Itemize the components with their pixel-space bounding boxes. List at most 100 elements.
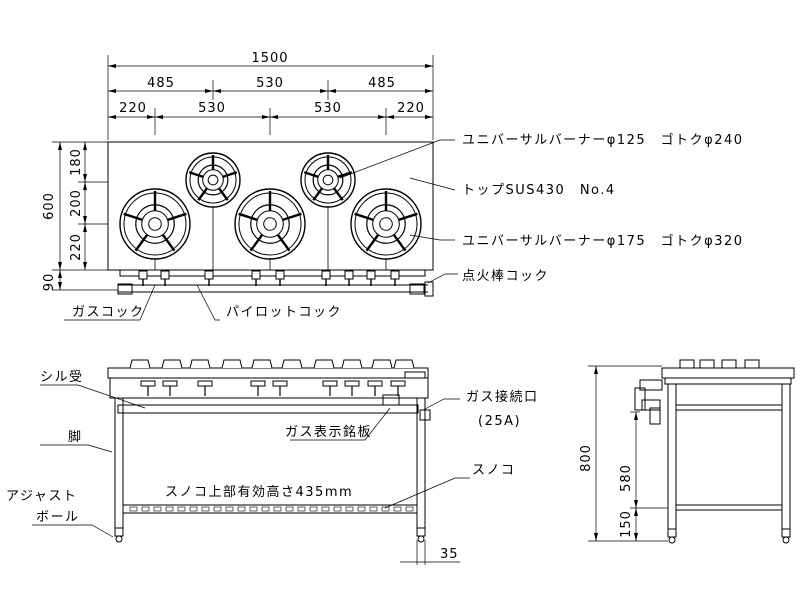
label-gas-connection: ガス接続口 xyxy=(466,389,539,405)
cock-3 xyxy=(204,270,214,286)
front-cock-knob-5 xyxy=(272,380,288,387)
dim-row2-right: 485 xyxy=(368,76,396,91)
dim-side-150: 150 xyxy=(619,510,634,538)
label-sill-receiver: シル受 xyxy=(40,370,84,385)
slat xyxy=(225,506,234,512)
slat xyxy=(237,506,246,512)
label-leg: 脚 xyxy=(68,429,83,445)
gas-connection-parts xyxy=(382,371,431,421)
burner-large-right-trivet-arm xyxy=(392,234,407,252)
dim-row3-b: 530 xyxy=(198,101,226,116)
burner-large-center-trivet-arm xyxy=(276,234,291,252)
slat xyxy=(297,506,306,512)
slat xyxy=(213,506,222,512)
cock-4 xyxy=(251,270,261,286)
label-burner-small: ユニバーサルバーナーφ125 ゴトクφ240 xyxy=(462,132,744,148)
cock-1 xyxy=(138,270,148,286)
cock-2 xyxy=(160,270,170,286)
burner-large-right-trivet-arm xyxy=(354,212,374,222)
cock-body xyxy=(160,270,170,280)
cock-5 xyxy=(275,270,285,286)
burner-small-right-trivet-arm xyxy=(312,187,323,201)
front-cock-knob-3 xyxy=(197,380,213,387)
front-slats xyxy=(129,506,414,512)
dim-row2-mid: 530 xyxy=(256,76,284,91)
front-trivet-1 xyxy=(129,359,151,369)
dim-side-580: 580 xyxy=(619,464,634,492)
label-gas-nameplate: ガス表示銘板 xyxy=(285,425,372,440)
slat xyxy=(189,506,198,512)
dim-depth-90: 90 xyxy=(42,273,57,292)
burner-large-center-trivet-arm xyxy=(249,234,264,252)
slat xyxy=(357,506,366,512)
slat xyxy=(405,506,414,512)
dim-row2-left: 485 xyxy=(147,76,175,91)
burner-large-center-trivet-arm xyxy=(238,212,258,222)
slat xyxy=(333,506,342,512)
front-trivet-3 xyxy=(189,359,211,369)
burner-small-right-center xyxy=(322,174,334,186)
slat xyxy=(177,506,186,512)
burner-large-center-trivet-arm xyxy=(282,212,302,222)
front-trivet-8 xyxy=(341,359,363,369)
burner-large-left-trivet-arm xyxy=(123,212,143,222)
slat xyxy=(261,506,270,512)
front-trivet-10 xyxy=(393,359,415,369)
front-view: 35 シル受 脚 アジャスト ボール ガス接続口 (25A) ガス表示銘板 スノ… xyxy=(6,359,539,565)
burner-large-left-trivet-arm xyxy=(167,212,187,222)
front-trivet-6 xyxy=(281,359,303,369)
label-gas-cock: ガスコック xyxy=(72,305,145,320)
slat xyxy=(309,506,318,512)
front-cock-knob-1 xyxy=(140,380,156,387)
side-frame xyxy=(634,359,795,544)
label-burner-large: ユニバーサルバーナーφ175 ゴトクφ320 xyxy=(462,233,744,249)
slat xyxy=(273,506,282,512)
front-trivet-9 xyxy=(371,359,393,369)
side-view: 800 580 150 xyxy=(579,359,795,544)
label-gas-connection-size: (25A) xyxy=(478,414,521,429)
label-top-material: トップSUS430 No.4 xyxy=(462,183,616,198)
burner-large-right-trivet-arm xyxy=(365,234,380,252)
front-trivet-7 xyxy=(313,359,335,369)
front-cock-knob-4 xyxy=(250,380,266,387)
slat xyxy=(345,506,354,512)
front-view-leaders xyxy=(32,384,470,538)
slat xyxy=(129,506,138,512)
side-dim-lines xyxy=(588,365,668,542)
top-view-leaders xyxy=(64,139,458,321)
cocks-group xyxy=(138,270,400,286)
front-burner-tops xyxy=(129,359,415,369)
slat xyxy=(285,506,294,512)
label-adjust-ball-line1: アジャスト xyxy=(6,489,77,504)
top-dimension-ticks xyxy=(108,64,433,119)
cock-body xyxy=(138,270,148,280)
front-cock-knob-7 xyxy=(344,380,360,387)
cock-body xyxy=(204,270,214,280)
cock-6 xyxy=(321,270,331,286)
slat xyxy=(381,506,390,512)
dim-total-width: 1500 xyxy=(251,51,288,66)
dim-depth-200: 200 xyxy=(69,189,84,217)
dim-front-35: 35 xyxy=(440,547,459,562)
slat xyxy=(153,506,162,512)
top-dimension-lines xyxy=(107,55,434,140)
slat xyxy=(141,506,150,512)
burner-large-right-trivet-arm xyxy=(398,212,418,222)
label-adjust-ball-line2: ボール xyxy=(36,510,80,525)
dim-side-800: 800 xyxy=(579,444,594,472)
cock-7 xyxy=(344,270,354,286)
cock-body xyxy=(275,270,285,280)
front-frame xyxy=(114,397,426,543)
burner-large-left-center xyxy=(148,217,162,231)
front-cock-knob-2 xyxy=(162,380,178,387)
burner-small-left xyxy=(185,152,241,270)
label-slatted-shelf: スノコ xyxy=(472,463,516,478)
burner-small-left-trivet-arm xyxy=(188,171,204,178)
cock-rail xyxy=(117,269,434,297)
burner-small-right xyxy=(300,152,356,270)
cock-9 xyxy=(390,270,400,286)
burner-small-left-trivet-arm xyxy=(218,187,229,201)
dim-depth-220: 220 xyxy=(69,233,84,261)
